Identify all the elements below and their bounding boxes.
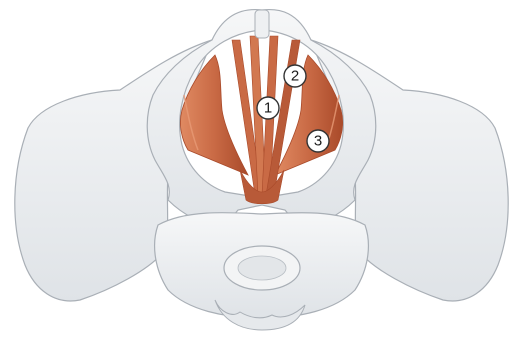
callout-3-label: 3 — [314, 133, 322, 150]
callout-1-label: 1 — [264, 100, 272, 117]
callout-2: 2 — [284, 65, 306, 87]
callout-1: 1 — [257, 97, 279, 119]
callout-3: 3 — [307, 130, 329, 152]
callout-2-label: 2 — [291, 68, 299, 85]
pubic-symphysis — [255, 10, 269, 38]
vertebral-canal — [238, 256, 286, 280]
